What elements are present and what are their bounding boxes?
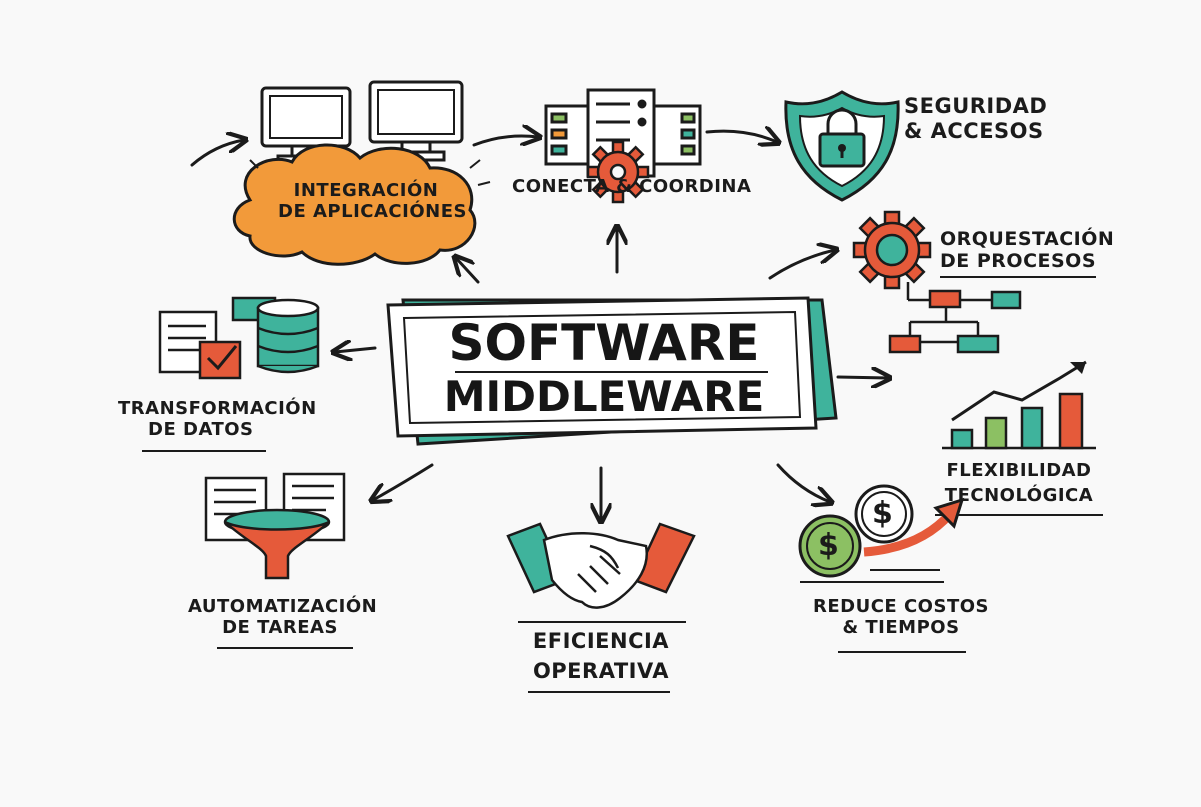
shield-lock-icon [784, 90, 900, 202]
gear-icon [586, 140, 650, 204]
connection-arrows [190, 131, 888, 520]
arrow-servers-to-security [705, 131, 777, 142]
label-reduce-line1: REDUCE COSTOS [812, 596, 989, 617]
dollar-icon: $ [818, 528, 839, 563]
label-automatizacion-line1: AUTOMATIZACIÓN [188, 596, 378, 617]
label-flexibilidad-line1: FLEXIBILIDAD [946, 460, 1092, 481]
dollar-symbol: $ [818, 528, 840, 563]
label-eficiencia-line1: EFICIENCIA [532, 629, 670, 653]
label-transformacion: TRANSFORMACIÓN DE DATOS [118, 398, 317, 441]
arrow-center-to-flexibilidad [836, 377, 888, 378]
label-reduce: REDUCE COSTOS & TIEMPOS [806, 596, 996, 638]
arrow-center-to-integracion [456, 258, 480, 284]
label-integracion: INTEGRACIÓN DE APLICACIÓNES [278, 180, 467, 223]
center-title-line2: MIDDLEWARE [443, 372, 765, 421]
database-icon [231, 296, 320, 374]
label-integracion-line1: INTEGRACIÓN [293, 180, 439, 201]
handshake-icon [506, 522, 696, 609]
dollar-icon: $ [872, 496, 893, 531]
document-icon [158, 310, 242, 380]
label-orquestacion: ORQUESTACIÓN DE PROCESOS [940, 228, 1114, 278]
label-reduce-line2: & TIEMPOS [842, 617, 960, 639]
label-seguridad: SEGURIDAD & ACCESOS [904, 94, 1047, 144]
label-orquestacion-line2: DE PROCESOS [940, 250, 1097, 278]
label-automatizacion-line2: DE TAREAS [222, 617, 338, 639]
label-conecta: CONECTA & COORDINA [512, 176, 751, 197]
bar-chart-icon [942, 360, 1096, 450]
label-transformacion-line1: TRANSFORMACIÓN [118, 398, 317, 419]
center-box [386, 296, 838, 446]
arrow-center-to-transformacion [335, 348, 377, 352]
arrow-center-to-automatizacion [373, 463, 434, 500]
label-orquestacion-line1: ORQUESTACIÓN [940, 228, 1115, 250]
arrow-monitors-to-servers [472, 136, 538, 145]
flowchart-icon [888, 282, 1022, 354]
center-title-line1: SOFTWARE [448, 314, 760, 372]
label-eficiencia: EFICIENCIA OPERATIVA [508, 626, 694, 687]
arrow-center-to-reduce [776, 463, 830, 502]
label-flexibilidad: FLEXIBILIDAD TECNOLÓGICA [934, 460, 1104, 506]
dollar-symbol: $ [872, 496, 894, 531]
center-title: SOFTWARE MIDDLEWARE [408, 314, 800, 422]
label-conecta-text: CONECTA & COORDINA [512, 176, 752, 197]
label-flexibilidad-line2: TECNOLÓGICA [944, 485, 1094, 507]
gear-icon [852, 210, 932, 290]
label-eficiencia-line2: OPERATIVA [532, 659, 670, 684]
label-transformacion-line2: DE DATOS [148, 419, 254, 441]
label-integracion-line2: DE APLICACIÓNES [278, 201, 467, 223]
coins-icon [798, 484, 965, 583]
funnel-icon [223, 508, 331, 580]
arrow-to-monitors [190, 140, 244, 167]
cloud-icon [232, 143, 491, 266]
arrow-center-to-orquestacion [768, 250, 835, 280]
label-automatizacion: AUTOMATIZACIÓN DE TAREAS [188, 596, 378, 639]
label-seguridad-line1: SEGURIDAD [904, 94, 1048, 118]
label-seguridad-line2: & ACCESOS [904, 118, 1044, 143]
